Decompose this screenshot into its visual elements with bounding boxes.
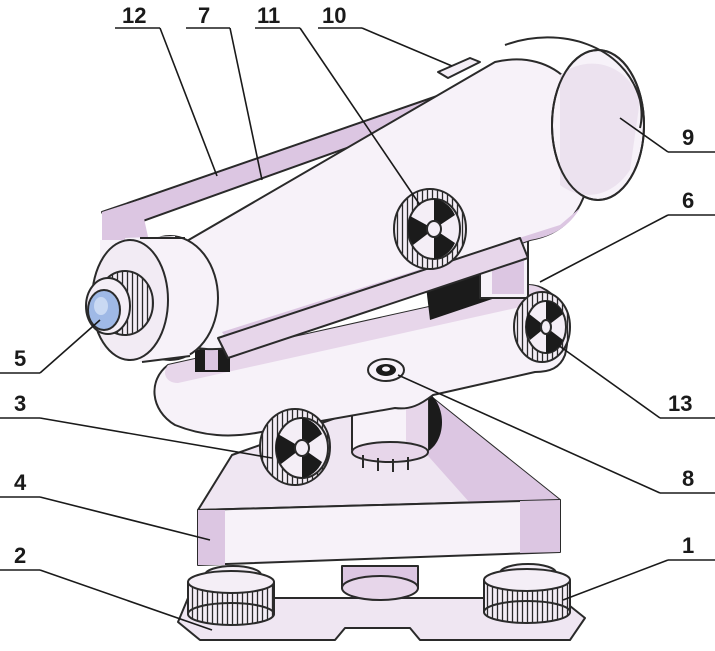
- callout-9: 9: [682, 125, 694, 150]
- telescope-underside-strip: [217, 237, 529, 359]
- objective-front-ring: [504, 36, 643, 129]
- sight-bracket: [437, 57, 481, 79]
- tribrach-top-shade: [405, 388, 560, 503]
- callout-3: 3: [14, 391, 26, 416]
- callout-4: 4: [14, 470, 27, 495]
- foot-screw-right: [483, 563, 571, 624]
- foot-screw-back: [341, 565, 419, 601]
- focusing-knob: [393, 188, 467, 270]
- callout-10: 10: [322, 3, 346, 28]
- callout-8: 8: [682, 466, 694, 491]
- callout-13: 13: [668, 391, 692, 416]
- callout-5: 5: [14, 346, 26, 371]
- circular-bubble-level: [367, 358, 405, 382]
- tribrach-front: [197, 499, 561, 566]
- callout-7: 7: [198, 3, 210, 28]
- horizontal-slow-motion-knob: [259, 408, 331, 486]
- tribrach-front-shade-right: [520, 500, 560, 553]
- leader-lines: [0, 27, 715, 631]
- callout-1: 1: [682, 533, 694, 558]
- eyepiece-lens: [87, 289, 121, 331]
- callout-2: 2: [14, 543, 26, 568]
- objective-barrel: [551, 49, 645, 201]
- callout-6: 6: [682, 188, 694, 213]
- callout-11: 11: [257, 3, 280, 28]
- foot-screw-left: [187, 565, 275, 626]
- tribrach-front-shade: [198, 510, 225, 565]
- elevation-knob: [513, 291, 571, 363]
- callout-12: 12: [122, 3, 146, 28]
- rail-shadow: [102, 200, 150, 246]
